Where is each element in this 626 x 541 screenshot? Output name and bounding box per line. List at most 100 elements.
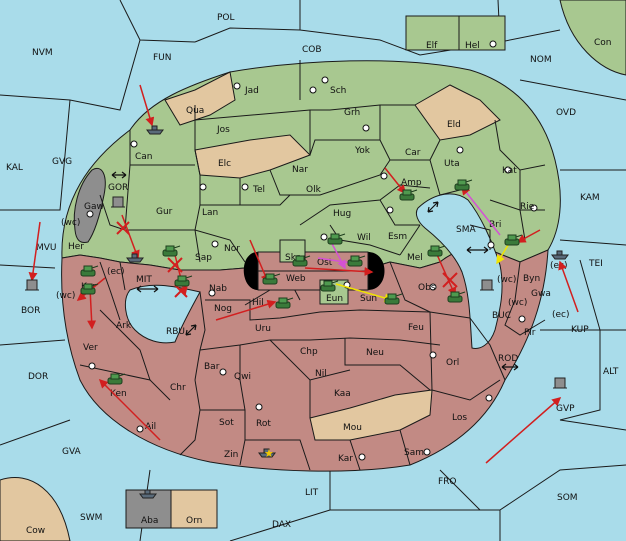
sea-label-mvu: MVU bbox=[36, 243, 57, 253]
land-label-jad: Jad bbox=[244, 86, 259, 96]
sea-label-bor: BOR bbox=[21, 306, 40, 316]
sea-label-tei: TEI bbox=[588, 259, 603, 269]
land-borders bbox=[79, 60, 546, 471]
army-unit[interactable] bbox=[80, 283, 99, 295]
coast-tag: (wc) bbox=[56, 291, 75, 301]
land-label-yok: Yok bbox=[354, 146, 371, 156]
fleet-unit[interactable] bbox=[480, 279, 494, 291]
land-label-gur: Gur bbox=[156, 207, 173, 217]
land-label-skr: Skr bbox=[285, 253, 300, 263]
sea-label-lit: LIT bbox=[305, 488, 319, 498]
land-label-jos: Jos bbox=[216, 125, 230, 135]
army-unit[interactable] bbox=[292, 255, 311, 267]
fleet-unit[interactable] bbox=[551, 250, 569, 260]
sea-label-gor: GOR bbox=[108, 183, 128, 193]
units: ★ bbox=[25, 125, 569, 499]
sea-label-nom: NOM bbox=[530, 55, 552, 65]
land-label-sch: Sch bbox=[330, 86, 346, 96]
sea-label-ovd: OVD bbox=[556, 108, 576, 118]
fleet-unit[interactable] bbox=[258, 448, 276, 458]
land-label-hug: Hug bbox=[333, 209, 351, 219]
sea-label-nvm: NVM bbox=[32, 48, 53, 58]
land-label-aba: Aba bbox=[141, 516, 158, 526]
fleet-unit[interactable] bbox=[126, 253, 144, 263]
sea-label-kam: KAM bbox=[580, 193, 600, 203]
land-label-uru: Uru bbox=[255, 324, 271, 334]
inlet-rbu bbox=[124, 284, 201, 344]
region-orn[interactable] bbox=[170, 489, 218, 529]
land-label-mou: Mou bbox=[343, 423, 362, 433]
land-label-ail: Ail bbox=[145, 422, 156, 432]
coast-tag: (ec) bbox=[550, 261, 568, 271]
land-label-neu: Neu bbox=[366, 348, 384, 358]
army-unit[interactable] bbox=[275, 297, 294, 309]
region-mou[interactable] bbox=[309, 389, 433, 441]
army-unit[interactable] bbox=[399, 189, 418, 201]
land-label-qwi: Qwi bbox=[234, 372, 251, 382]
land-label-sap: Sap bbox=[195, 253, 212, 263]
army-unit[interactable] bbox=[427, 245, 446, 257]
region-elf[interactable] bbox=[405, 15, 460, 51]
land-label-her: Her bbox=[68, 242, 84, 252]
land-label-ken: Ken bbox=[110, 389, 127, 399]
sea-label-fro: FRO bbox=[438, 477, 457, 487]
army-unit[interactable] bbox=[454, 179, 473, 191]
sea-label-con: Con bbox=[594, 38, 612, 48]
land-label-chp: Chp bbox=[300, 347, 318, 357]
land-label-sun: Sun bbox=[360, 294, 377, 304]
army-unit[interactable] bbox=[447, 291, 466, 303]
coast-tag: (wc) bbox=[497, 275, 516, 285]
coast-tag: (wc) bbox=[61, 218, 80, 228]
army-unit[interactable] bbox=[504, 234, 523, 246]
sea-label-buc: BUC bbox=[492, 311, 511, 321]
army-unit[interactable] bbox=[384, 293, 403, 305]
coast-tag: (ec) bbox=[107, 267, 125, 277]
region-qua[interactable] bbox=[164, 71, 236, 126]
land-label-eld: Eld bbox=[447, 120, 461, 130]
fleet-unit[interactable] bbox=[25, 279, 39, 291]
sea-label-kup: KUP bbox=[571, 325, 589, 335]
land-label-tel: Tel bbox=[252, 185, 265, 195]
fleet-unit[interactable] bbox=[146, 125, 164, 135]
land-label-ost: Ost bbox=[317, 258, 333, 268]
army-unit[interactable] bbox=[80, 265, 99, 277]
land-label-uta: Uta bbox=[444, 159, 460, 169]
sea-label-cow: Cow bbox=[26, 526, 45, 536]
sea-label-cob: COB bbox=[302, 45, 322, 55]
sea-label-gva: GVA bbox=[62, 447, 82, 457]
army-unit[interactable] bbox=[107, 373, 126, 385]
fleet-unit[interactable] bbox=[111, 196, 125, 208]
region-elc[interactable] bbox=[194, 134, 311, 179]
land-label-nil: Nil bbox=[315, 369, 327, 379]
land-label-elf: Elf bbox=[426, 41, 438, 51]
land-label-gwa: Gwa bbox=[531, 289, 551, 299]
army-unit[interactable] bbox=[320, 280, 339, 292]
land-label-gaw: Gaw bbox=[84, 202, 104, 212]
army-unit[interactable] bbox=[262, 273, 281, 285]
sea-label-kal: KAL bbox=[6, 163, 23, 173]
coast-tag: (wc) bbox=[508, 298, 527, 308]
land-label-lan: Lan bbox=[202, 208, 218, 218]
sea-label-dor: DOR bbox=[28, 372, 48, 382]
land-label-orl: Orl bbox=[446, 358, 459, 368]
region-hel[interactable] bbox=[458, 15, 506, 51]
land-label-hel: Hel bbox=[465, 41, 480, 51]
army-unit[interactable] bbox=[162, 245, 181, 257]
fleet-unit[interactable] bbox=[139, 489, 157, 499]
sea-label-rbu: RBU bbox=[166, 327, 185, 337]
sea-label-pol: POL bbox=[217, 13, 235, 23]
land-label-eun: Eun bbox=[326, 294, 343, 304]
region-gaw[interactable] bbox=[73, 168, 106, 243]
army-unit[interactable] bbox=[327, 233, 346, 245]
land-label-nog: Nog bbox=[214, 304, 232, 314]
land-label-pir: Pir bbox=[524, 328, 536, 338]
land-label-nar: Nar bbox=[292, 165, 308, 175]
land-label-ver: Ver bbox=[83, 343, 98, 353]
army-unit[interactable] bbox=[347, 255, 366, 267]
fleet-unit[interactable] bbox=[553, 377, 567, 389]
land-label-sot: Sot bbox=[219, 418, 234, 428]
sea-label-mit: MIT bbox=[136, 275, 152, 285]
army-unit[interactable] bbox=[174, 275, 193, 287]
land-label-kat: Kat bbox=[502, 166, 517, 176]
supply-centers bbox=[86, 40, 538, 461]
